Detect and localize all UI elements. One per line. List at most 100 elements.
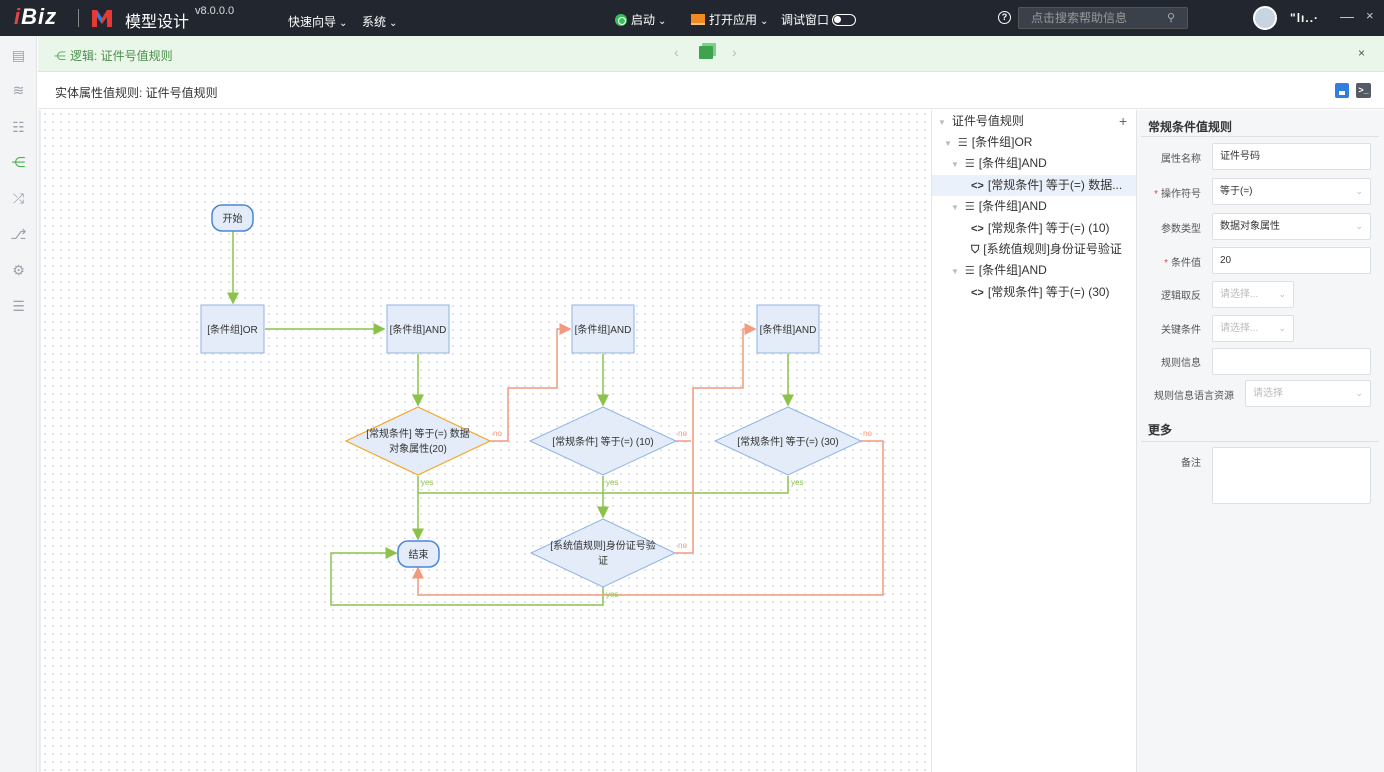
- table-icon[interactable]: ☷: [12, 119, 25, 135]
- workflow-icon[interactable]: ⎇: [10, 226, 27, 242]
- key-cond-select[interactable]: 请选择...⌄: [1212, 315, 1294, 342]
- rule-tree: ▼证件号值规则 + ▼☰[条件组]OR ▼☰[条件组]AND <>[常规条件] …: [931, 110, 1136, 772]
- tree-item[interactable]: ▼☰[条件组]OR: [932, 132, 1136, 153]
- flow-canvas[interactable]: no no no no yes yes yes yes 开始 [条件组]OR […: [38, 110, 931, 772]
- chevron-down-icon: ⌄: [760, 16, 769, 27]
- tree-item[interactable]: ▼☰[条件组]AND: [932, 260, 1136, 281]
- search-input[interactable]: [1019, 8, 1159, 28]
- chevron-down-icon: ⌄: [1355, 388, 1363, 398]
- divider: [1141, 441, 1379, 442]
- list-icon[interactable]: ☰: [12, 298, 25, 314]
- search-icon[interactable]: ⚲: [1166, 12, 1175, 24]
- copy-icon[interactable]: [699, 46, 713, 59]
- rule-lang-select[interactable]: 请选择⌄: [1245, 380, 1371, 407]
- tree-item[interactable]: <>[常规条件] 等于(=) (30): [971, 285, 1110, 299]
- flow-icon: ⋲: [54, 49, 66, 63]
- param-type-label: 参数类型: [1161, 224, 1201, 235]
- top-bar: iBiz 模型设计 v8.0.0.0 快速向导⌄ 系统⌄ 启动⌄ 打开应用⌄ 调…: [0, 0, 1384, 36]
- layers-icon[interactable]: ≋: [12, 82, 25, 98]
- node-id-card-rule[interactable]: [系统值规则]身份证号验 证: [529, 518, 677, 588]
- cond-value-field[interactable]: 20: [1212, 247, 1371, 274]
- node-condition-10[interactable]: [常规条件] 等于(=) (10): [528, 406, 678, 476]
- gear-icon[interactable]: ⚙: [12, 262, 25, 278]
- node-condition-group-or[interactable]: [条件组]OR: [200, 304, 265, 354]
- tree-item[interactable]: <>[常规条件] 等于(=) 数据...: [932, 175, 1136, 196]
- logic-flow-icon[interactable]: ⋲: [11, 154, 26, 170]
- svg-text:[条件组]OR: [条件组]OR: [207, 323, 258, 336]
- chevron-down-icon: ⌄: [1355, 186, 1363, 196]
- username[interactable]: "lı..·: [1290, 11, 1320, 25]
- tab-logic[interactable]: ⋲逻辑: 证件号值规则: [54, 49, 173, 63]
- svg-text:开始: 开始: [223, 212, 243, 225]
- node-condition-30[interactable]: [常规条件] 等于(=) (30): [713, 406, 863, 476]
- operator-select[interactable]: 等于(=)⌄: [1212, 178, 1371, 205]
- condition-group-icon: ☰: [964, 158, 975, 170]
- tab-bar: ⋲逻辑: 证件号值规则 ‹ › ×: [38, 36, 1384, 72]
- open-app-button[interactable]: 打开应用⌄: [691, 11, 768, 28]
- close-tab-button[interactable]: ×: [1358, 46, 1366, 60]
- menu-quick-guide[interactable]: 快速向导⌄: [288, 15, 348, 29]
- remark-textarea[interactable]: [1212, 447, 1371, 504]
- tree-item[interactable]: ▼☰[条件组]AND: [932, 153, 1136, 174]
- node-condition-20[interactable]: [常规条件] 等于(=) 数据 对象属性(20): [344, 406, 492, 476]
- save-icon[interactable]: [1335, 83, 1349, 98]
- caret-down-icon[interactable]: ▼: [951, 267, 959, 276]
- svg-text:[常规条件] 等于(=) (10): [常规条件] 等于(=) (10): [552, 435, 653, 448]
- code-icon: <>: [971, 287, 984, 299]
- no-label: no: [863, 429, 872, 438]
- shield-icon: ⛉: [971, 244, 980, 256]
- rule-info-label: 规则信息: [1161, 358, 1201, 369]
- document-icon[interactable]: ▤: [11, 47, 26, 63]
- debug-window-toggle[interactable]: 调试窗口: [781, 11, 857, 28]
- code-icon: <>: [971, 180, 984, 192]
- tree-item[interactable]: <>[常规条件] 等于(=) (10): [971, 221, 1110, 235]
- tree-root[interactable]: ▼证件号值规则: [932, 111, 1136, 132]
- toggle-switch[interactable]: [832, 14, 857, 26]
- help-icon[interactable]: ?: [998, 11, 1011, 24]
- svg-text:[常规条件] 等于(=) 数据: [常规条件] 等于(=) 数据: [366, 427, 470, 440]
- node-end[interactable]: 结束: [397, 540, 440, 568]
- caret-down-icon[interactable]: ▼: [944, 139, 952, 148]
- prev-tab-icon[interactable]: ‹: [674, 44, 679, 60]
- caret-down-icon[interactable]: ▼: [938, 118, 946, 127]
- node-start[interactable]: 开始: [211, 204, 254, 232]
- rule-info-field[interactable]: [1212, 348, 1371, 375]
- tree-item[interactable]: ▼☰[条件组]AND: [932, 196, 1136, 217]
- attr-name-field[interactable]: 证件号码: [1212, 143, 1371, 170]
- node-condition-group-and[interactable]: [条件组]AND: [756, 304, 820, 354]
- power-icon: [615, 14, 627, 26]
- close-window-button[interactable]: ×: [1366, 8, 1374, 23]
- breadcrumb-bar: 实体属性值规则: 证件号值规则 >_: [38, 72, 1384, 109]
- add-node-button[interactable]: +: [1119, 113, 1128, 129]
- node-condition-group-and[interactable]: [条件组]AND: [386, 304, 450, 354]
- svg-text:证: 证: [598, 555, 608, 567]
- flow-diagram: no no no no yes yes yes yes 开始 [条件组]OR […: [200, 204, 884, 606]
- caret-down-icon[interactable]: ▼: [951, 203, 959, 212]
- minimize-button[interactable]: —: [1340, 8, 1354, 24]
- caret-down-icon[interactable]: ▼: [951, 160, 959, 169]
- node-condition-group-and[interactable]: [条件组]AND: [571, 304, 635, 354]
- svg-text:对象属性(20): 对象属性(20): [389, 442, 447, 455]
- key-cond-label: 关键条件: [1161, 325, 1201, 336]
- svg-text:[系统值规则]身份证号验: [系统值规则]身份证号验: [550, 539, 656, 552]
- param-type-select[interactable]: 数据对象属性⌄: [1212, 213, 1371, 240]
- chevron-down-icon: ⌄: [339, 18, 348, 29]
- tree-item[interactable]: ⛉[系统值规则]身份证号验证: [971, 242, 1122, 256]
- yes-label: yes: [606, 478, 618, 487]
- chevron-down-icon: ⌄: [658, 16, 667, 27]
- svg-text:结束: 结束: [409, 548, 429, 561]
- avatar[interactable]: [1253, 6, 1277, 30]
- edge-cond20-no: [490, 323, 572, 442]
- start-button[interactable]: 启动⌄: [615, 11, 666, 28]
- negate-select[interactable]: 请选择...⌄: [1212, 281, 1294, 308]
- app-title: 模型设计: [125, 14, 190, 31]
- more-section-title: 更多: [1148, 423, 1173, 437]
- chevron-down-icon: ⌄: [1278, 289, 1286, 299]
- next-tab-icon[interactable]: ›: [732, 44, 737, 60]
- version-label: v8.0.0.0: [195, 5, 235, 17]
- menu-system[interactable]: 系统⌄: [362, 15, 398, 29]
- terminal-icon[interactable]: >_: [1356, 83, 1371, 98]
- shuffle-icon[interactable]: ⤮: [12, 190, 25, 206]
- svg-text:[常规条件] 等于(=) (30): [常规条件] 等于(=) (30): [737, 435, 838, 448]
- breadcrumb: 实体属性值规则: 证件号值规则: [55, 86, 218, 100]
